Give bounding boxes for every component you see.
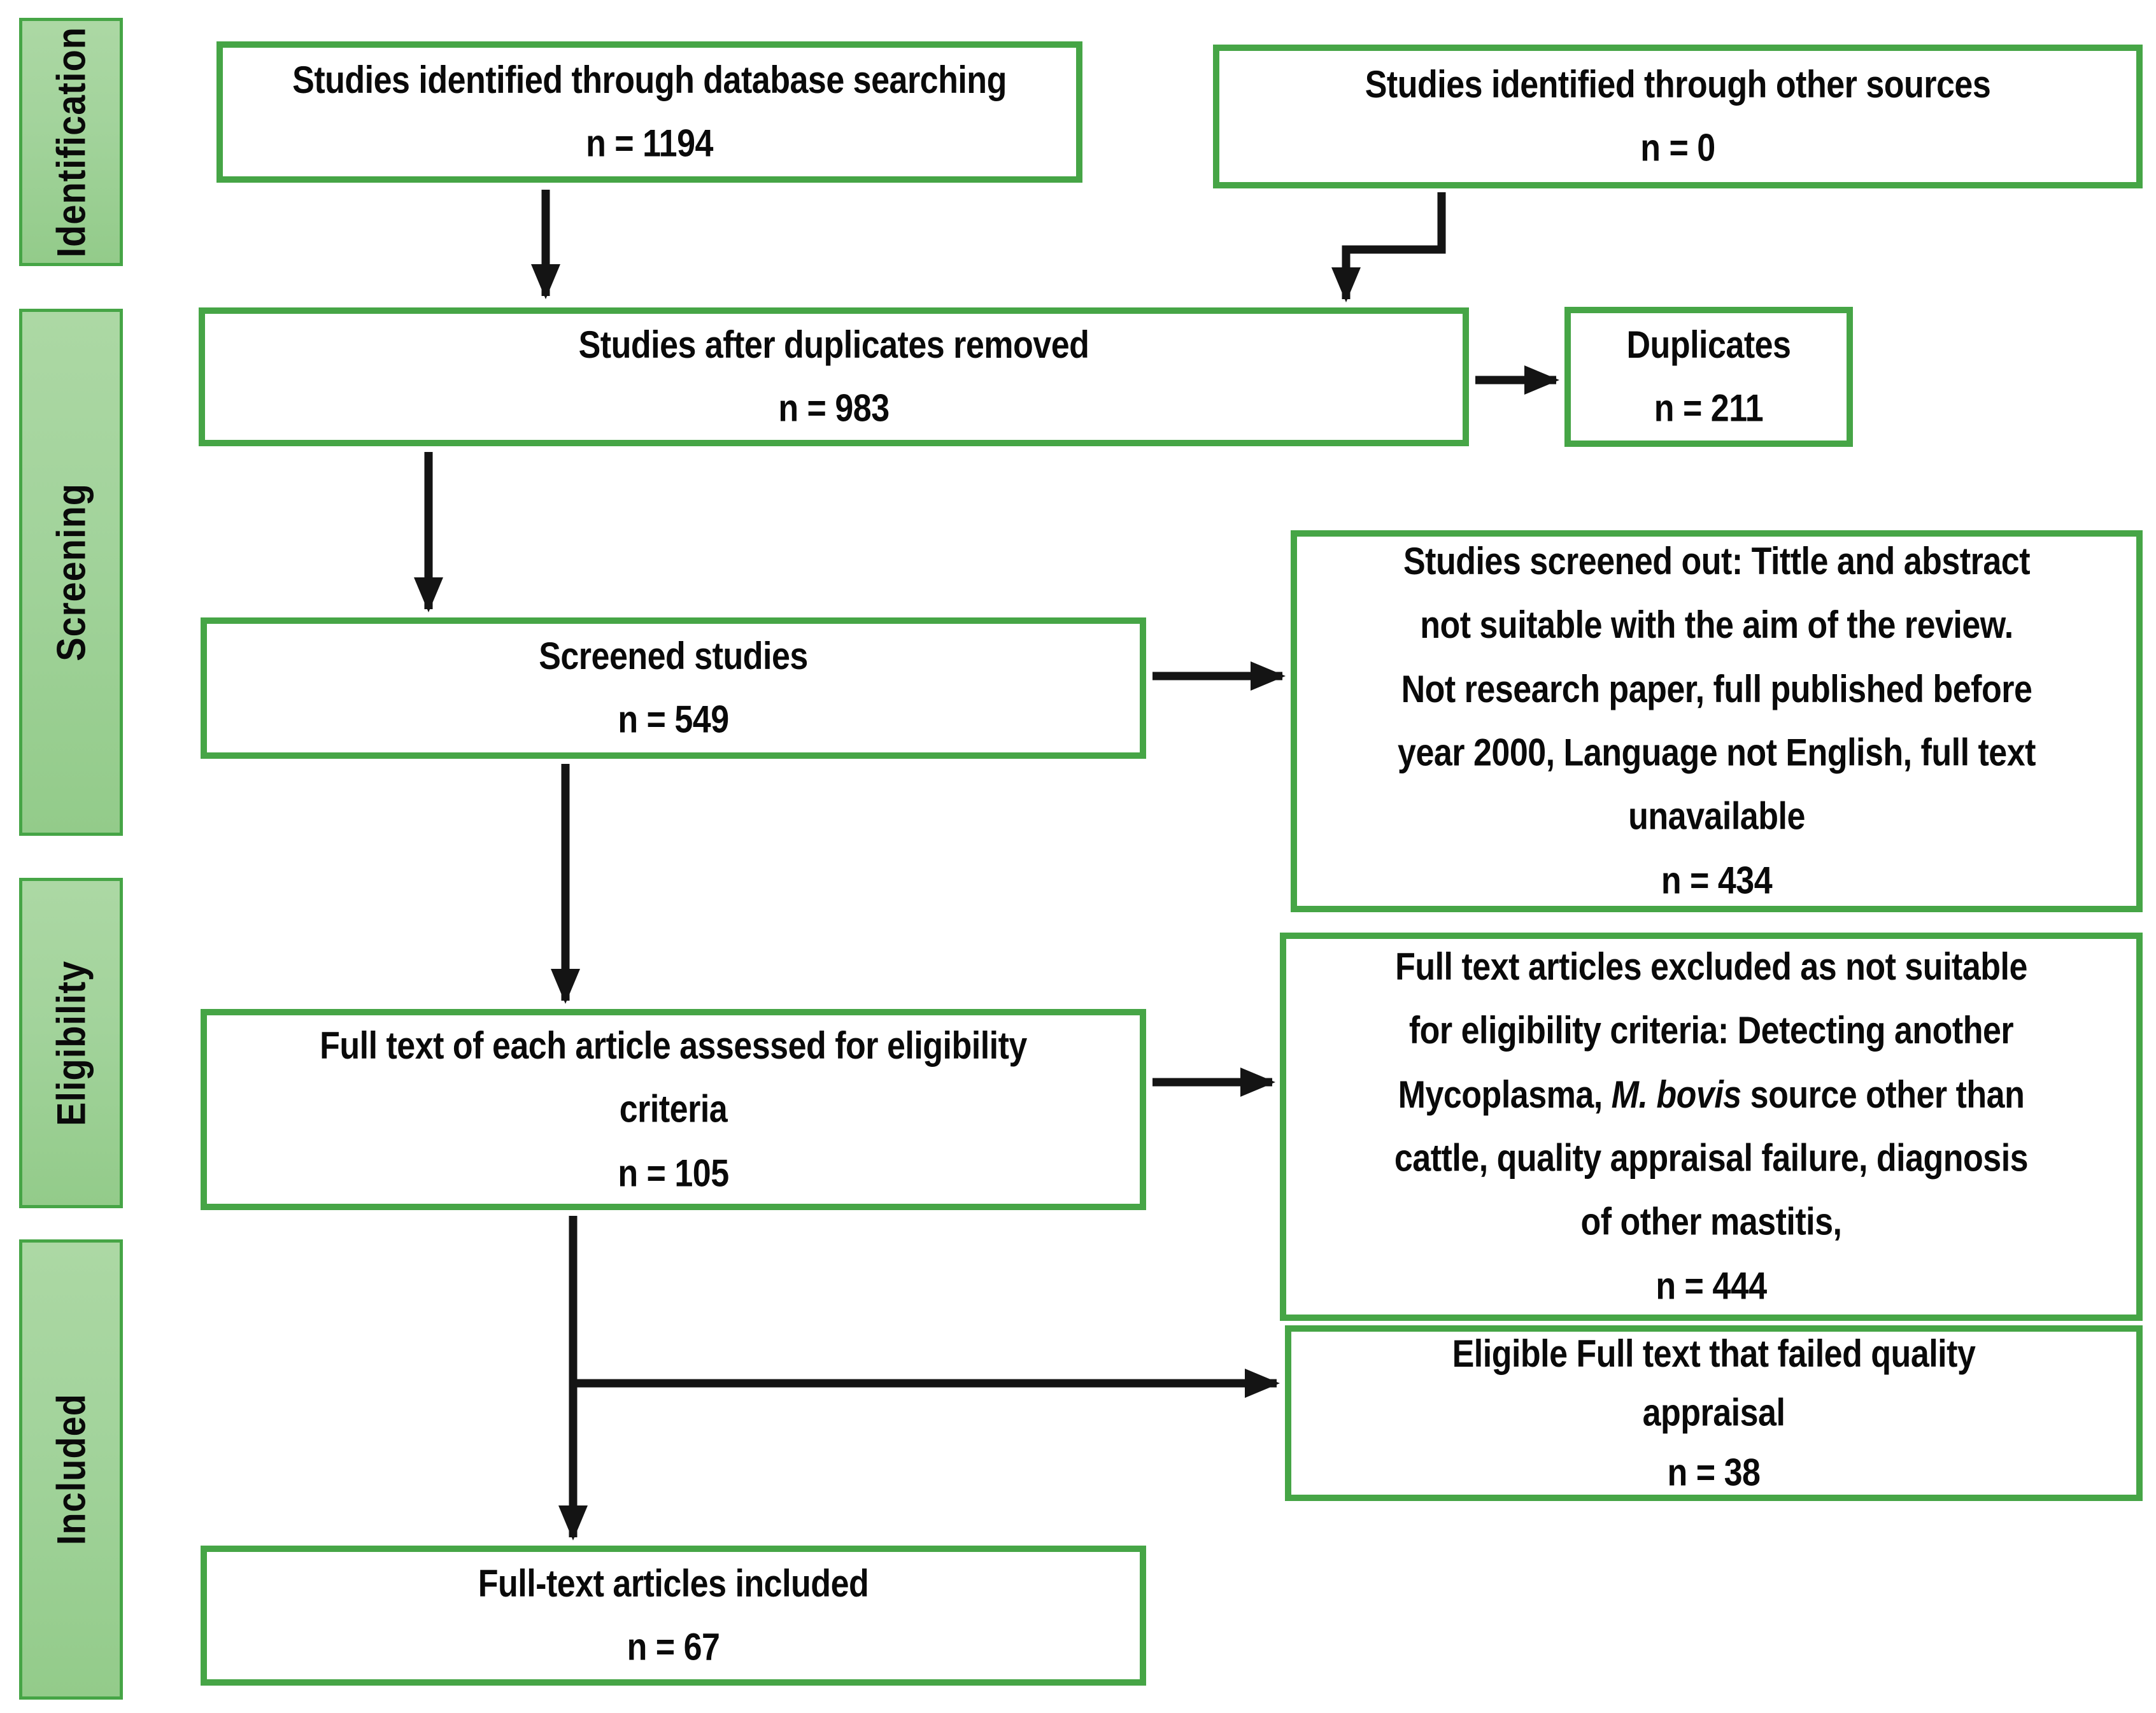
box-fulltext-excluded-species-italic: M. bovis (1611, 1073, 1742, 1117)
box-fulltext-excluded-line1: Full text articles excluded as not suita… (1395, 945, 2027, 989)
box-fulltext-assessed-count: n = 105 (618, 1152, 729, 1195)
box-after-duplicates-text: Studies after duplicates removed (578, 323, 1089, 367)
box-fulltext-assessed-line1: Full text of each article assessed for e… (320, 1024, 1027, 1068)
box-identified-other-sources: Studies identified through other sources… (1213, 45, 2143, 188)
box-after-duplicates-count: n = 983 (778, 387, 890, 430)
box-screened-out-line3: Not research paper, full published befor… (1401, 668, 2032, 711)
box-fulltext-assessed: Full text of each article assessed for e… (201, 1009, 1146, 1210)
box-failed-quality-appraisal: Eligible Full text that failed quality a… (1285, 1325, 2143, 1501)
box-included-text: Full-text articles included (478, 1562, 869, 1605)
box-screened-out-line4: year 2000, Language not English, full te… (1398, 731, 2036, 775)
stage-eligibility: Eligibility (19, 878, 123, 1208)
box-fulltext-excluded-line3: Mycoplasma, M. bovis source other than (1398, 1073, 2025, 1117)
box-identified-database-text: Studies identified through database sear… (292, 59, 1007, 102)
box-fulltext-excluded-line4: cattle, quality appraisal failure, diagn… (1394, 1137, 2029, 1180)
box-identified-database: Studies identified through database sear… (216, 41, 1082, 183)
box-screened-count: n = 549 (618, 698, 729, 742)
stage-identification: Identification (19, 18, 123, 266)
box-identified-other-text: Studies identified through other sources (1365, 63, 1991, 106)
box-screened-out-line2: not suitable with the aim of the review. (1420, 603, 2013, 647)
box-included-count: n = 67 (627, 1626, 720, 1669)
box-screened-out: Studies screened out: Tittle and abstrac… (1291, 530, 2143, 912)
box-duplicates: Duplicates n = 211 (1564, 307, 1853, 447)
stage-included: Included (19, 1239, 123, 1700)
box-screened-out-line1: Studies screened out: Tittle and abstrac… (1403, 540, 2031, 584)
box-fulltext-excluded: Full text articles excluded as not suita… (1280, 933, 2143, 1321)
box-fulltext-excluded-count: n = 444 (1656, 1264, 1767, 1308)
box-fulltext-excluded-line5: of other mastitis, (1580, 1201, 1842, 1244)
box-screened-studies: Screened studies n = 549 (201, 617, 1146, 759)
box-identified-other-count: n = 0 (1640, 127, 1715, 170)
box-fulltext-excluded-line2: for eligibility criteria: Detecting anot… (1408, 1009, 2014, 1053)
box-after-duplicates-removed: Studies after duplicates removed n = 983 (199, 307, 1469, 446)
box-duplicates-count: n = 211 (1654, 387, 1764, 430)
box-screened-out-line5: unavailable (1628, 795, 1805, 838)
box-identified-database-count: n = 1194 (586, 122, 713, 166)
box-screened-out-count: n = 434 (1661, 859, 1773, 902)
box-failed-quality-line1: Eligible Full text that failed quality (1452, 1332, 1976, 1376)
box-duplicates-text: Duplicates (1626, 323, 1791, 367)
box-failed-quality-count: n = 38 (1667, 1451, 1761, 1494)
arrow-other-sources-to-duplicates-removed (1331, 192, 1446, 302)
box-fulltext-assessed-line2: criteria (619, 1088, 728, 1131)
box-fulltext-excluded-line3-post: source other than (1741, 1073, 2025, 1117)
box-failed-quality-line2: appraisal (1642, 1392, 1785, 1435)
box-fulltext-included: Full-text articles included n = 67 (201, 1546, 1146, 1686)
stage-screening: Screening (19, 309, 123, 836)
box-fulltext-excluded-line3-pre: Mycoplasma, (1398, 1073, 1612, 1117)
box-screened-text: Screened studies (539, 635, 808, 678)
